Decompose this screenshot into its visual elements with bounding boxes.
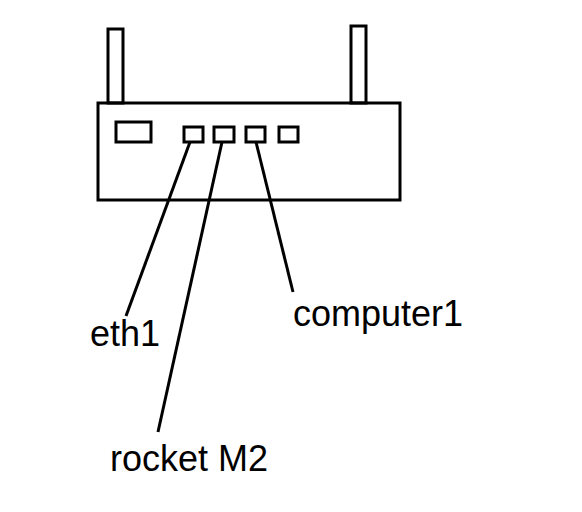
- antenna-left: [108, 29, 123, 103]
- leader-line: [158, 142, 222, 432]
- leader-line: [256, 142, 293, 292]
- port-label: eth1: [90, 316, 160, 352]
- router-body: [98, 103, 400, 200]
- router-port: [246, 127, 265, 142]
- leader-line: [126, 142, 190, 316]
- antenna-right: [351, 26, 366, 103]
- router-port-large: [116, 122, 151, 142]
- port-label: computer1: [293, 296, 463, 332]
- router-port: [184, 127, 203, 142]
- router-port: [279, 127, 298, 142]
- port-label: rocket M2: [110, 441, 268, 477]
- router-port: [214, 127, 234, 142]
